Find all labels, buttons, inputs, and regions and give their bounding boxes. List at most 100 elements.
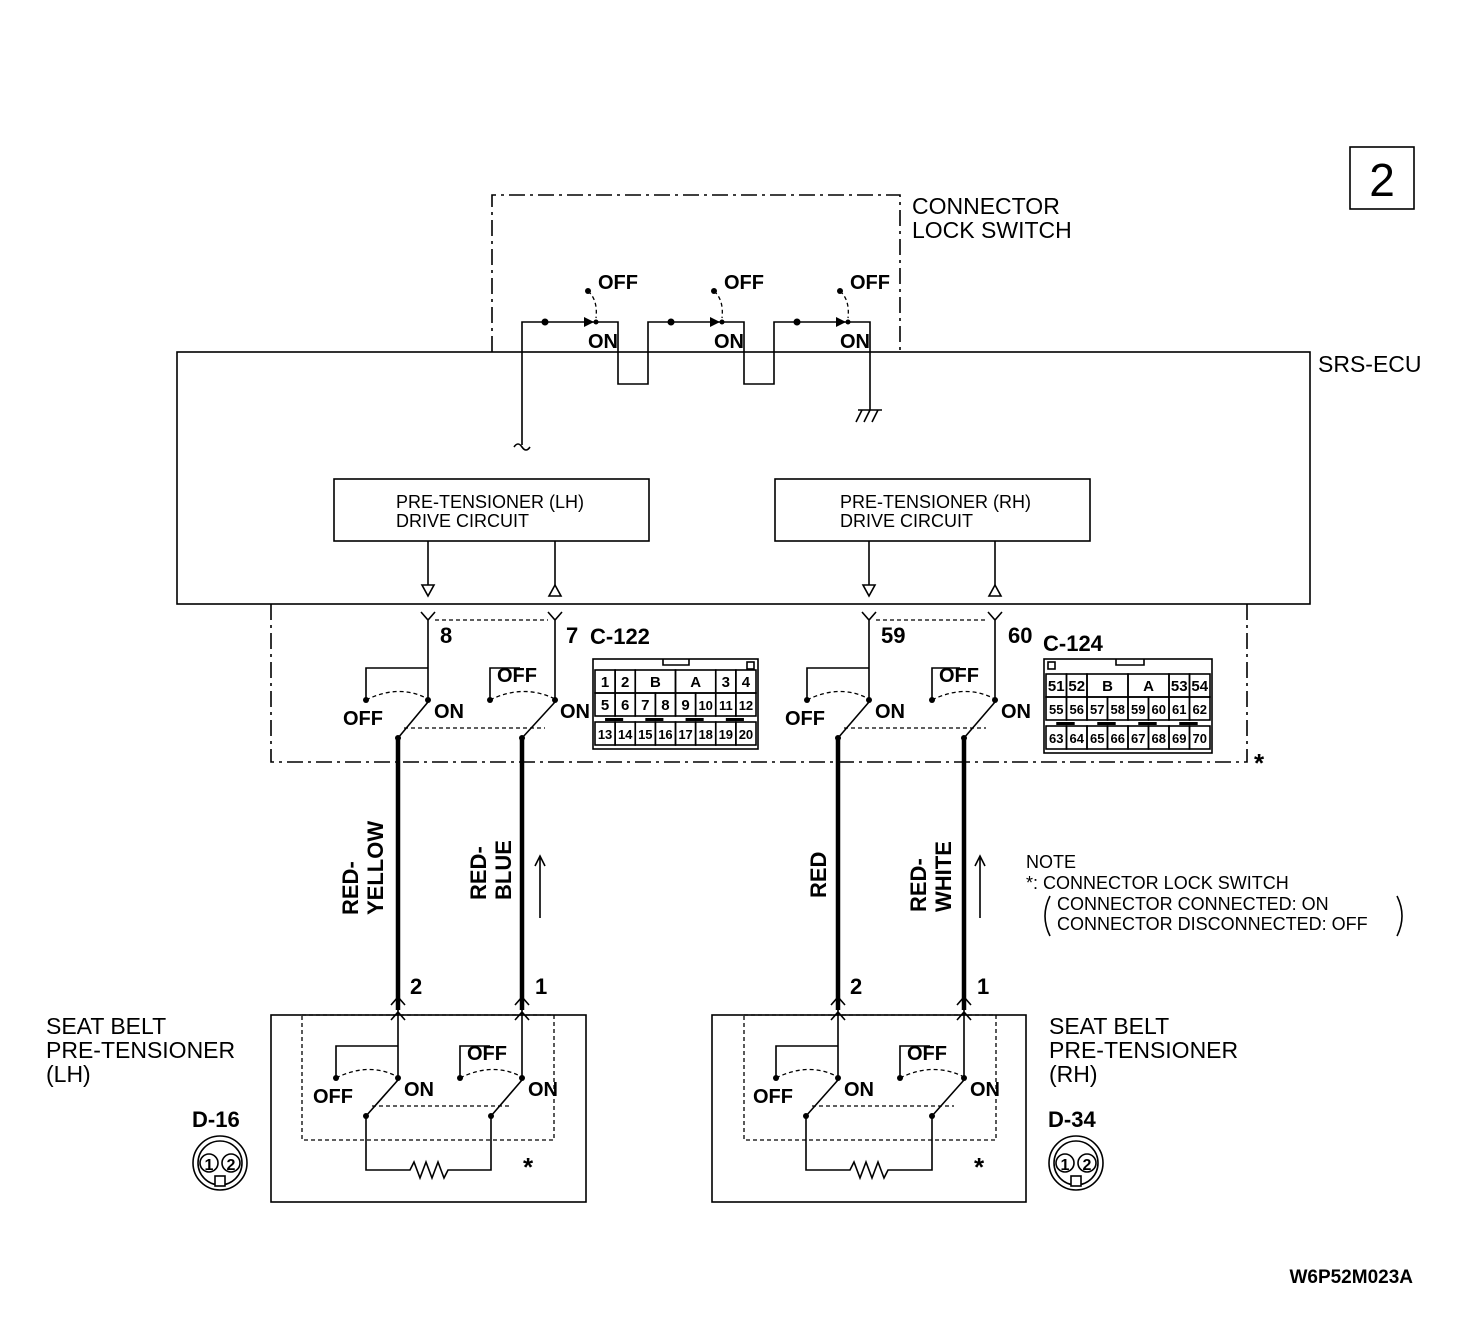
connector-cavity: 15 xyxy=(638,727,652,742)
note-line2: CONNECTOR CONNECTED: ON xyxy=(1057,894,1329,914)
seat-belt-lh-circuit xyxy=(333,995,530,1181)
drive-circuit-lh-line2: DRIVE CIRCUIT xyxy=(396,511,529,531)
drive-circuit-rh-box xyxy=(774,478,1091,542)
connector-cavity: 61 xyxy=(1172,702,1186,717)
connector-cavity: 4 xyxy=(742,674,751,691)
seat-belt-rh-sw1-on: ON xyxy=(844,1079,874,1101)
lock-switch-3-off: OFF xyxy=(850,272,890,294)
connector-cavity: 6 xyxy=(621,697,629,714)
ecu-pin-60: 60 xyxy=(1008,623,1032,648)
connector-cavity: 69 xyxy=(1172,731,1186,746)
ecu-sw3-off: OFF xyxy=(785,708,825,730)
note-title: NOTE xyxy=(1026,852,1076,872)
connector-cavity: 55 xyxy=(1049,702,1063,717)
seat-belt-lh-asterisk: * xyxy=(523,1152,534,1182)
note-bracket-left xyxy=(1044,895,1051,937)
connector-d34-icon xyxy=(1048,1135,1104,1191)
lh-pin-1: 1 xyxy=(535,974,547,999)
connector-cavity: 63 xyxy=(1049,731,1063,746)
lock-switch-2-on: ON xyxy=(714,331,744,353)
connector-cavity: 2 xyxy=(621,674,629,691)
drive-circuit-lh-line1: PRE-TENSIONER (LH) xyxy=(396,492,584,512)
connector-cavity: 52 xyxy=(1068,678,1085,695)
connector-cavity: 10 xyxy=(698,698,712,713)
srs-ecu-box xyxy=(176,351,1311,605)
connector-cavity: 19 xyxy=(719,727,733,742)
ecu-pin-7: 7 xyxy=(566,623,578,648)
ecu-connector-asterisk: * xyxy=(1254,748,1265,778)
seat-belt-lh-inner xyxy=(301,1014,555,1141)
seat-belt-rh-sw2-on: ON xyxy=(970,1079,1000,1101)
wire-label-red: RED xyxy=(806,852,831,898)
connector-d34-label: D-34 xyxy=(1048,1107,1096,1132)
connector-c124-label: C-124 xyxy=(1043,631,1104,656)
connector-cavity: 17 xyxy=(678,727,692,742)
connector-cavity: 8 xyxy=(661,697,669,714)
connector-c122-face xyxy=(592,658,759,750)
ecu-pin-59: 59 xyxy=(881,623,905,648)
connector-d16-label: D-16 xyxy=(192,1107,240,1132)
connector-cavity: 53 xyxy=(1171,678,1188,695)
seat-belt-lh-line2: PRE-TENSIONER xyxy=(46,1037,235,1063)
connector-cavity: B xyxy=(1102,678,1113,695)
seat-belt-lh-sw1-on: ON xyxy=(404,1079,434,1101)
d16-pin-1: 1 xyxy=(205,1157,214,1174)
note-line3: CONNECTOR DISCONNECTED: OFF xyxy=(1057,914,1368,934)
connector-d16-icon xyxy=(192,1135,248,1191)
connector-lock-switch-label-1: CONNECTOR xyxy=(912,193,1060,219)
connector-cavity: 57 xyxy=(1090,702,1104,717)
seat-belt-lh-sw1-off: OFF xyxy=(313,1086,353,1108)
seat-belt-rh-line2: PRE-TENSIONER xyxy=(1049,1037,1238,1063)
flow-arrow-rh xyxy=(974,854,986,918)
d34-pin-1: 1 xyxy=(1061,1157,1070,1174)
connector-cavity: 1 xyxy=(601,674,609,691)
connector-cavity: A xyxy=(690,674,701,691)
connector-cavity: A xyxy=(1143,678,1154,695)
connector-cavity: 67 xyxy=(1131,731,1145,746)
connector-cavity: 68 xyxy=(1152,731,1166,746)
wire-label-red-blue: RED- BLUE xyxy=(466,840,516,900)
lock-switch-1-on: ON xyxy=(588,331,618,353)
drive-circuit-rh-line1: PRE-TENSIONER (RH) xyxy=(840,492,1031,512)
lock-switch-2-off: OFF xyxy=(724,272,764,294)
connector-cavity: 9 xyxy=(681,697,689,714)
seat-belt-lh-sw2-off: OFF xyxy=(467,1043,507,1065)
lock-switch-3-on: ON xyxy=(840,331,870,353)
svg-text:RED-: RED- xyxy=(338,861,363,915)
page-number: 2 xyxy=(1369,154,1395,206)
seat-belt-rh-box xyxy=(711,1014,1027,1203)
seat-belt-lh-line3: (LH) xyxy=(46,1061,91,1087)
connector-cavity: 20 xyxy=(739,727,753,742)
srs-ecu-label: SRS-ECU xyxy=(1318,351,1422,377)
connector-cavity: 5 xyxy=(601,697,609,714)
ecu-connector-boundary xyxy=(270,604,1248,763)
seat-belt-rh-sw1-off: OFF xyxy=(753,1086,793,1108)
connector-lock-switch-boundary xyxy=(491,194,901,352)
seat-belt-rh-sw2-off: OFF xyxy=(907,1043,947,1065)
seat-belt-rh-line1: SEAT BELT xyxy=(1049,1013,1169,1039)
connector-cavity: 58 xyxy=(1111,702,1125,717)
drive-circuit-outputs xyxy=(420,541,1003,598)
ecu-sw4-off: OFF xyxy=(939,665,979,687)
seat-belt-rh-circuit xyxy=(773,995,972,1181)
svg-text:BLUE: BLUE xyxy=(491,840,516,900)
connector-cavity: 14 xyxy=(618,727,633,742)
connector-cavity: 70 xyxy=(1193,731,1207,746)
svg-text:RED: RED xyxy=(806,852,831,898)
connector-c124-face xyxy=(1043,658,1213,754)
connector-cavity: 3 xyxy=(722,674,730,691)
ecu-pin-8: 8 xyxy=(440,623,452,648)
svg-text:YELLOW: YELLOW xyxy=(363,821,388,915)
connector-cavity: 66 xyxy=(1111,731,1125,746)
seat-belt-rh-line3: (RH) xyxy=(1049,1061,1098,1087)
ecu-sw1-off: OFF xyxy=(343,708,383,730)
d34-pin-2: 2 xyxy=(1083,1157,1092,1174)
connector-cavity: 7 xyxy=(641,697,649,714)
ecu-sw4-on: ON xyxy=(1001,701,1031,723)
lock-switch-circuit xyxy=(513,288,882,451)
lh-pin-2: 2 xyxy=(410,974,422,999)
connector-c122-label: C-122 xyxy=(590,624,650,649)
rh-pin-2: 2 xyxy=(850,974,862,999)
